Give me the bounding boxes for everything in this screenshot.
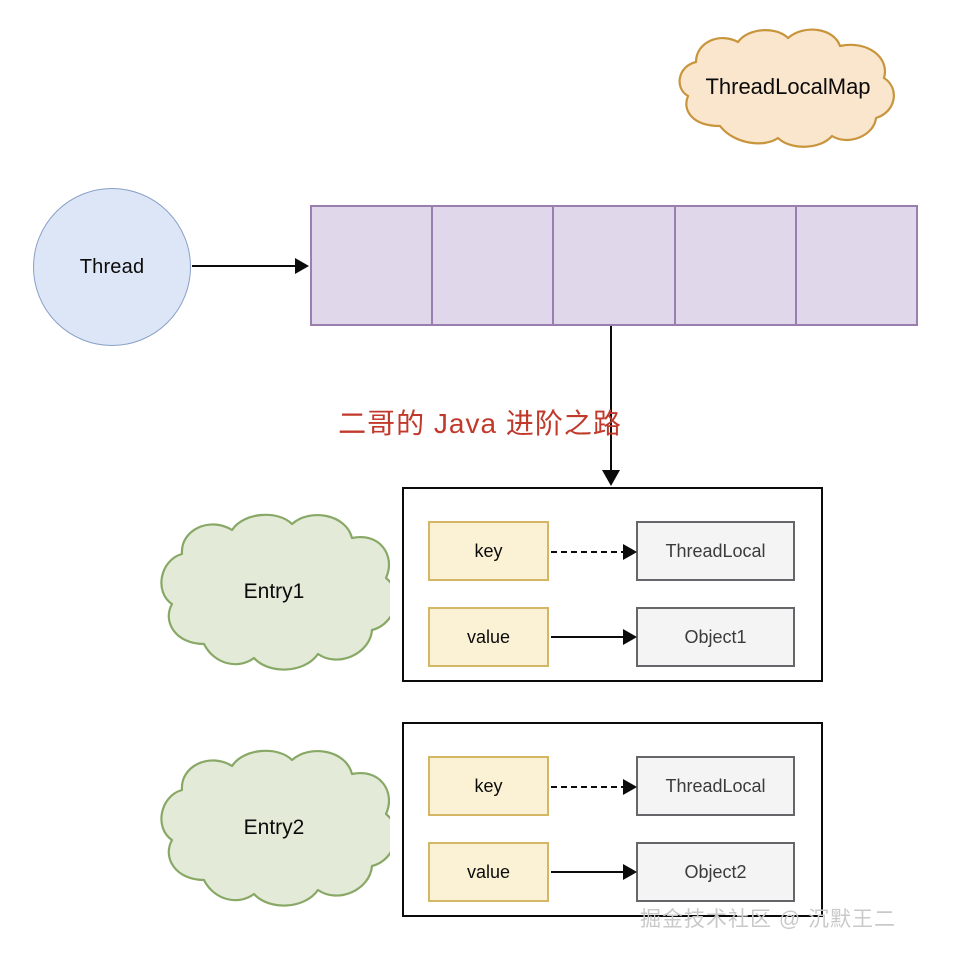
thread-node: Thread xyxy=(33,188,191,346)
entry2-value-link xyxy=(551,871,629,874)
entry2-key-dashed-link xyxy=(551,786,627,788)
array-cell-1 xyxy=(312,207,434,324)
threadlocalmap-cloud: ThreadLocalMap xyxy=(672,26,904,148)
entry1-cloud: Entry1 xyxy=(158,512,390,672)
entry2-key-target-box: ThreadLocal xyxy=(636,756,795,816)
entry2-value-arrowhead-icon xyxy=(623,864,637,880)
entry1-key-box: key xyxy=(428,521,549,581)
array-to-entry1-arrowhead-icon xyxy=(602,470,620,486)
bottom-watermark: 掘金技术社区 @ 沉默王二 xyxy=(640,908,896,931)
threadlocalmap-table xyxy=(310,205,918,326)
array-cell-3 xyxy=(554,207,676,324)
center-watermark: 二哥的 Java 进阶之路 xyxy=(338,408,622,439)
entry2-key-arrowhead-icon xyxy=(623,779,637,795)
entry1-value-link xyxy=(551,636,629,639)
array-cell-5 xyxy=(796,207,917,324)
entry2-box: key ThreadLocal value Object2 xyxy=(402,722,823,917)
entry1-key-target-box: ThreadLocal xyxy=(636,521,795,581)
entry2-value-target-box: Object2 xyxy=(636,842,795,902)
cloud-shape-orange-icon xyxy=(678,28,895,148)
array-cell-2 xyxy=(433,207,555,324)
entry1-key-arrowhead-icon xyxy=(623,544,637,560)
thread-label: Thread xyxy=(79,255,145,278)
array-to-entry1-line xyxy=(610,326,613,472)
cloud-shape-green-icon xyxy=(160,513,390,671)
array-cell-4 xyxy=(675,207,797,324)
thread-to-array-arrowhead-icon xyxy=(295,258,309,274)
entry2-cloud: Entry2 xyxy=(158,748,390,908)
thread-to-array-line xyxy=(192,265,297,268)
entry1-key-dashed-link xyxy=(551,551,627,553)
entry2-value-box: value xyxy=(428,842,549,902)
entry1-box: key ThreadLocal value Object1 xyxy=(402,487,823,682)
entry1-value-arrowhead-icon xyxy=(623,629,637,645)
entry1-value-box: value xyxy=(428,607,549,667)
cloud-shape-green-icon xyxy=(160,749,390,907)
entry2-key-box: key xyxy=(428,756,549,816)
entry1-value-target-box: Object1 xyxy=(636,607,795,667)
